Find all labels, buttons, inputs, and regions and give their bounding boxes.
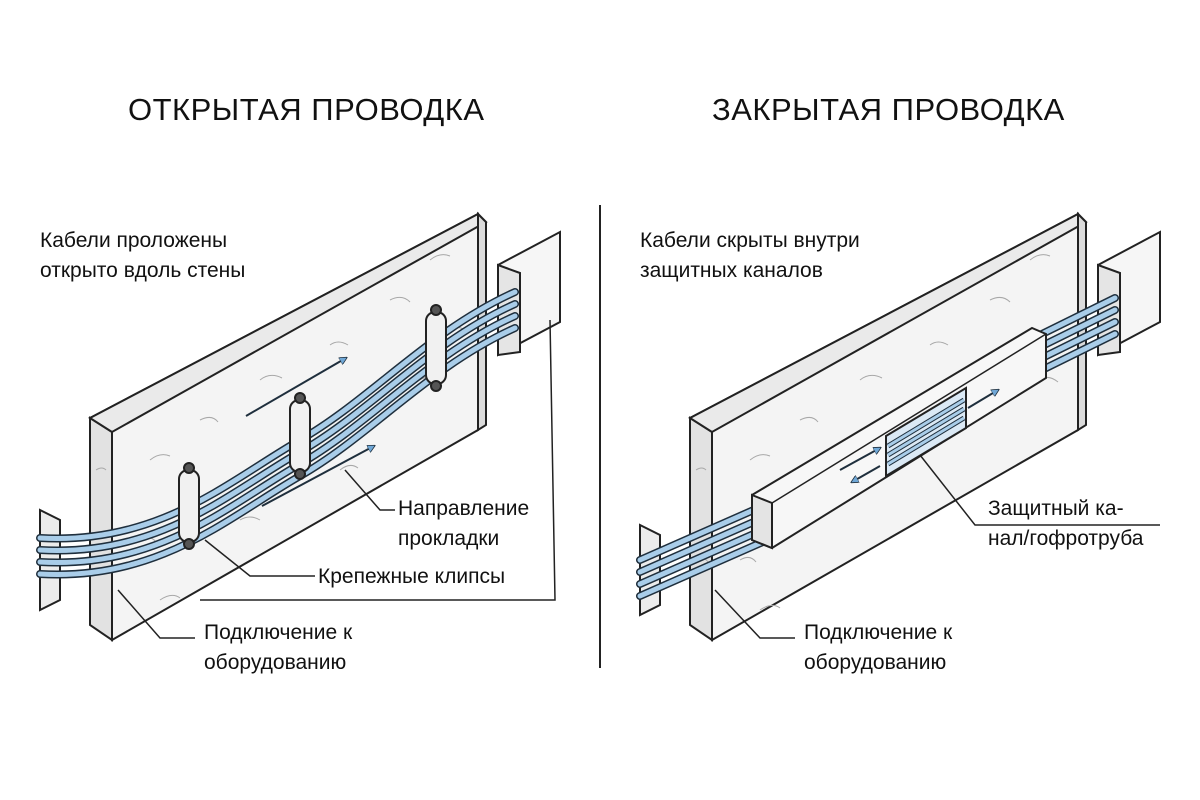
closed-cables — [636, 294, 1119, 600]
direction-arrow-icon-right — [839, 390, 998, 482]
description-line-1: Кабели скрыты внутри — [640, 229, 860, 252]
callout-channel: Защитный ка- нал/гофротруба — [988, 494, 1143, 554]
description-line-2: защитных каналов — [640, 259, 823, 282]
callout-line-1: Направление — [398, 497, 530, 520]
closed-wiring-description: Кабели скрыты внутри защитных каналов — [640, 226, 860, 286]
callout-direction: Направление прокладки — [398, 494, 529, 554]
callout-line-2: прокладки — [398, 527, 500, 550]
callout-clips: Крепежные клипсы — [318, 565, 506, 588]
description-line-2: открыто вдоль стены — [40, 259, 246, 282]
callout-line-2: оборудованию — [804, 651, 947, 674]
protective-channel — [751, 326, 1047, 550]
callout-connection-right: Подключение к оборудованию — [804, 618, 952, 678]
callout-line-1: Подключение к — [204, 621, 353, 644]
callout-line-2: нал/гофротруба — [988, 527, 1144, 550]
right-leader-lines — [714, 454, 1160, 639]
closed-wiring-illustration — [636, 211, 1161, 642]
direction-arrow-icon — [245, 358, 374, 507]
callout-connection-left: Подключение к оборудованию — [204, 618, 352, 678]
cable-clip-icon — [178, 304, 447, 550]
description-line-1: Кабели проложены — [40, 229, 228, 252]
callout-line-1: Защитный ка- — [988, 497, 1124, 520]
left-leader-lines — [117, 319, 556, 639]
open-wiring-description: Кабели проложены открыто вдоль стены — [40, 226, 245, 286]
callout-line-1: Подключение к — [804, 621, 953, 644]
callout-line-2: оборудованию — [204, 651, 347, 674]
open-wiring-title: ОТКРЫТАЯ ПРОВОДКА — [128, 92, 485, 127]
closed-wiring-title: ЗАКРЫТАЯ ПРОВОДКА — [712, 92, 1065, 127]
open-wiring-illustration — [36, 211, 561, 642]
